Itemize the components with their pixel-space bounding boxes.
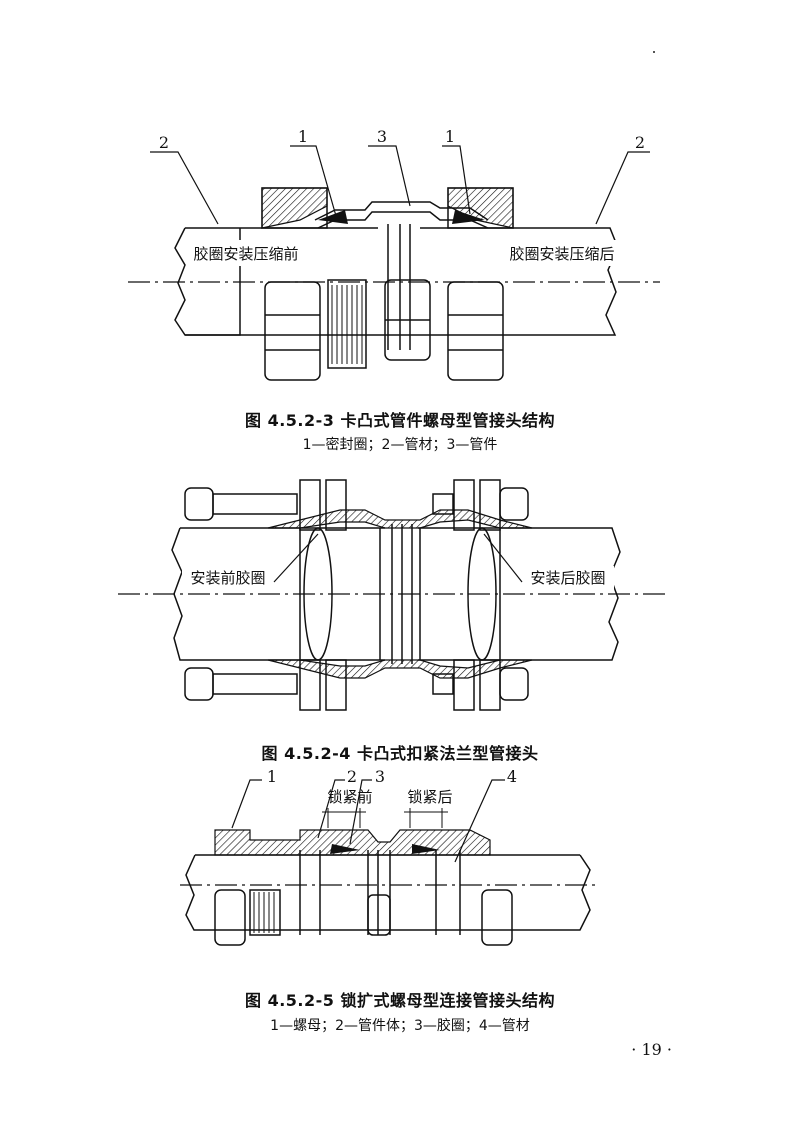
note-before-compression: 胶圈安装压缩前 <box>193 245 298 263</box>
note-ring-before: 安装前胶圈 <box>190 569 265 587</box>
scan-dot <box>653 51 655 53</box>
figure-4-5-2-4-drawing: 安装前胶圈 安装后胶圈 <box>118 479 665 711</box>
callout-4-pipe: 4 <box>507 770 517 786</box>
figure-4-5-2-3-drawing: 胶圈安装压缩前 胶圈安装压缩后 2 1 3 1 2 <box>128 127 660 381</box>
callout-2-body: 2 <box>347 770 357 786</box>
figure-4-5-2-4-caption: 图 4.5.2-4 卡凸式扣紧法兰型管接头 <box>261 744 539 763</box>
figure-4-5-2-5-legend: 1—螺母；2—管件体；3—胶圈；4—管材 <box>270 1018 530 1034</box>
callout-1-right: 1 <box>445 127 455 146</box>
callout-1-nut: 1 <box>267 770 277 786</box>
figure-4-5-2-3-legend: 1—密封圈；2—管材；3—管件 <box>302 437 498 453</box>
figure-4-5-2-3: 胶圈安装压缩前 胶圈安装压缩后 2 1 3 1 2 <box>0 120 800 395</box>
callout-2-left: 2 <box>159 133 169 152</box>
note-after-compression: 胶圈安装压缩后 <box>509 245 614 263</box>
label-after-locking: 锁紧后 <box>407 788 452 806</box>
callout-1-left: 1 <box>298 127 308 146</box>
figure-4-5-2-3-caption: 图 4.5.2-3 卡凸式管件螺母型管接头结构 <box>245 411 555 430</box>
figure-4-5-2-5: 锁紧前 锁紧后 1 2 3 4 <box>0 770 800 980</box>
figure-4-5-2-5-drawing: 锁紧前 锁紧后 1 2 3 4 <box>180 770 600 946</box>
page-number: · 19 · <box>631 1040 672 1059</box>
label-before-locking: 锁紧前 <box>327 788 372 806</box>
note-ring-after: 安装后胶圈 <box>530 569 605 587</box>
figure-4-5-2-5-caption: 图 4.5.2-5 锁扩式螺母型连接管接头结构 <box>245 991 555 1010</box>
figure-4-5-2-4: 安装前胶圈 安装后胶圈 <box>0 470 800 725</box>
callout-3-ring: 3 <box>375 770 385 786</box>
callout-2-right: 2 <box>635 133 645 152</box>
callout-3: 3 <box>377 127 387 146</box>
